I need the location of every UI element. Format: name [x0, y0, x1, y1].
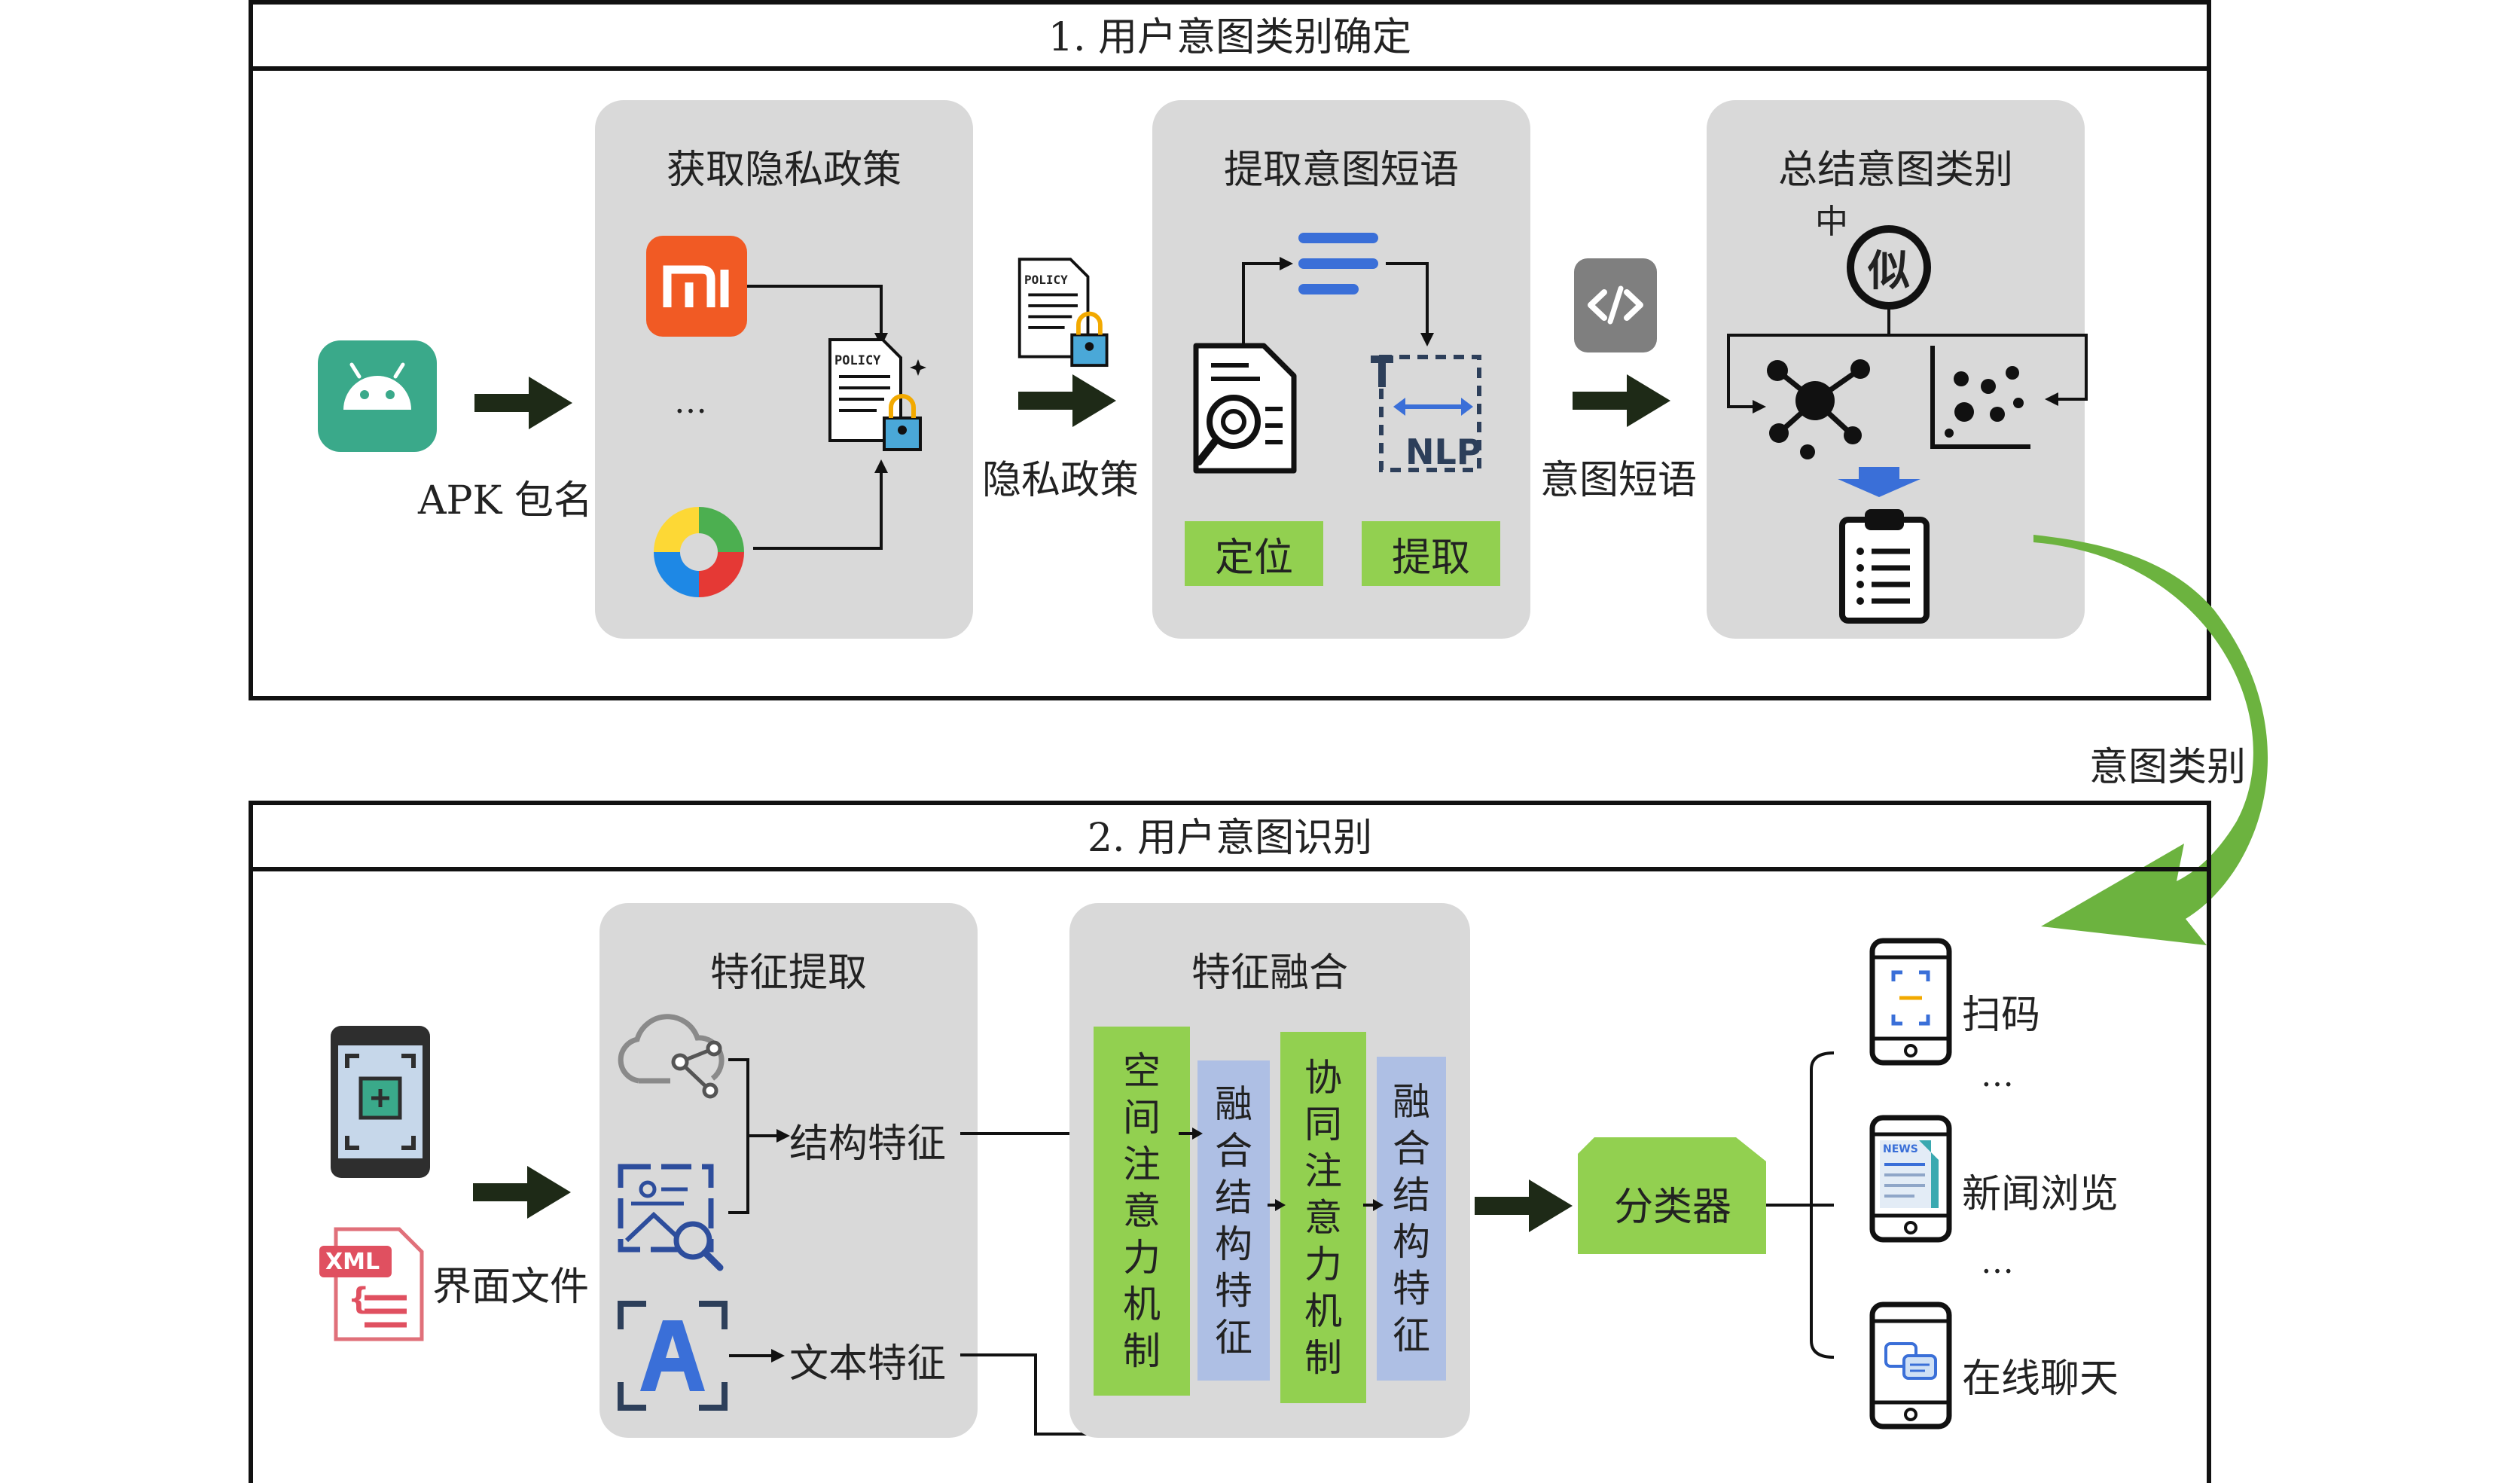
- section1-title: 1. 用户意图类别确定: [249, 0, 2211, 71]
- extract-connector-lines: [1242, 257, 1434, 346]
- arrow-right-icon: [473, 1166, 571, 1219]
- co-attention-text: 协同注意力机制: [1304, 1055, 1342, 1380]
- arrow-right-icon: [1573, 374, 1670, 427]
- policy-connector-lines: [747, 285, 888, 550]
- ui-file-label: 界面文件: [432, 1265, 590, 1310]
- section1-title-text: 1. 用户意图类别确定: [1048, 14, 1412, 60]
- output-label-chat: 在线聊天: [1962, 1356, 2119, 1402]
- down-arrow-icon: [1838, 467, 1921, 497]
- output-ellipsis-1: …: [1981, 1056, 2014, 1094]
- policy-document-small-icon: POLICY: [1014, 255, 1119, 375]
- arrow-right-icon: [1475, 1179, 1573, 1232]
- fused-struct-text-1: 融合结构特征: [1215, 1082, 1252, 1359]
- section2-title-text: 2. 用户意图识别: [1087, 815, 1373, 861]
- classifier-box: 分类器: [1578, 1137, 1766, 1254]
- section2-title: 2. 用户意图识别: [249, 801, 2211, 871]
- fused-struct-column-1: 融合结构特征: [1197, 1060, 1270, 1381]
- nlp-icon: NLP: [1371, 354, 1491, 474]
- panel-fusion-title: 特征融合: [1191, 951, 1348, 996]
- xml-badge-text: XML: [325, 1249, 380, 1275]
- intent-phrase-label: 意图短语: [1540, 458, 1698, 503]
- spatial-attention-column: 空间注意力机制: [1094, 1027, 1190, 1396]
- section2-frame: [249, 801, 2211, 1483]
- news-badge-text: NEWS: [1883, 1143, 1918, 1155]
- panel-extract-title: 提取意图短语: [1223, 148, 1459, 193]
- mi-logo-icon: [646, 236, 747, 337]
- output-bracket: [1766, 1051, 1835, 1359]
- output-label-news: 新闻浏览: [1962, 1172, 2119, 1217]
- arrow-right-icon: [474, 377, 572, 429]
- output-label-scan: 扫码: [1962, 993, 2041, 1038]
- output-ellipsis-2: …: [1981, 1243, 2014, 1281]
- intent-category-label: 意图类别: [2089, 745, 2247, 790]
- phone-scan-icon: [331, 1026, 430, 1178]
- fused-struct-text-2: 融合结构特征: [1393, 1080, 1430, 1357]
- phone-news-output-icon: NEWS: [1869, 1115, 1952, 1243]
- scatter-plot-icon: [1930, 346, 2030, 449]
- locate-button: 定位: [1185, 521, 1323, 586]
- extract-button: 提取: [1362, 521, 1500, 586]
- co-attention-column: 协同注意力机制: [1280, 1032, 1366, 1403]
- nlp-text: NLP: [1405, 432, 1482, 472]
- fusion-inner-arrows: [1179, 1128, 1384, 1211]
- apk-label: APK 包名: [418, 478, 593, 523]
- xml-file-icon: { XML: [316, 1226, 429, 1343]
- clipboard-icon: [1839, 509, 1930, 624]
- policy-doc-small-text: POLICY: [1024, 273, 1068, 287]
- policy-doc-text: POLICY: [834, 353, 881, 368]
- struct-bracket-lines: [728, 1058, 790, 1214]
- spatial-attention-text: 空间注意力机制: [1123, 1049, 1161, 1373]
- code-tag-icon: [1574, 258, 1657, 352]
- fused-struct-column-2: 融合结构特征: [1377, 1057, 1446, 1381]
- text-feature-label: 文本特征: [789, 1341, 947, 1387]
- curved-green-arrow: [2033, 535, 2268, 945]
- phone-scan-output-icon: [1869, 938, 1952, 1066]
- app-store-logo-icon: [654, 507, 744, 597]
- panel-features-title: 特征提取: [709, 951, 867, 996]
- similarity-char: 似: [1868, 246, 1910, 296]
- policy-ellipsis: …: [674, 383, 707, 421]
- classifier-label: 分类器: [1614, 1185, 1732, 1230]
- panel-get-policy-title: 获取隐私政策: [666, 148, 902, 193]
- arrow-right-icon: [1018, 374, 1116, 427]
- summary-branch-lines: [1727, 309, 2088, 413]
- text-recognition-icon: [618, 1301, 728, 1411]
- structure-feature-label: 结构特征: [789, 1121, 947, 1167]
- privacy-policy-label: 隐私政策: [982, 458, 1139, 503]
- text-feature-arrow: [729, 1349, 785, 1362]
- document-search-icon: [1193, 343, 1297, 474]
- network-cluster-icon: [1767, 359, 1870, 459]
- image-search-icon: [618, 1164, 724, 1271]
- panel-summary-title: 总结意图类别: [1777, 148, 2013, 193]
- similarity-icon: 似: [1847, 225, 1931, 310]
- policy-document-icon: POLICY: [824, 335, 933, 459]
- android-app-icon: [318, 340, 437, 452]
- cloud-share-icon: [618, 1014, 725, 1099]
- similarity-small-char: 中: [1815, 203, 1848, 241]
- phone-chat-output-icon: [1869, 1301, 1952, 1430]
- text-lines-icon: [1298, 233, 1378, 294]
- section1-frame: [249, 0, 2211, 700]
